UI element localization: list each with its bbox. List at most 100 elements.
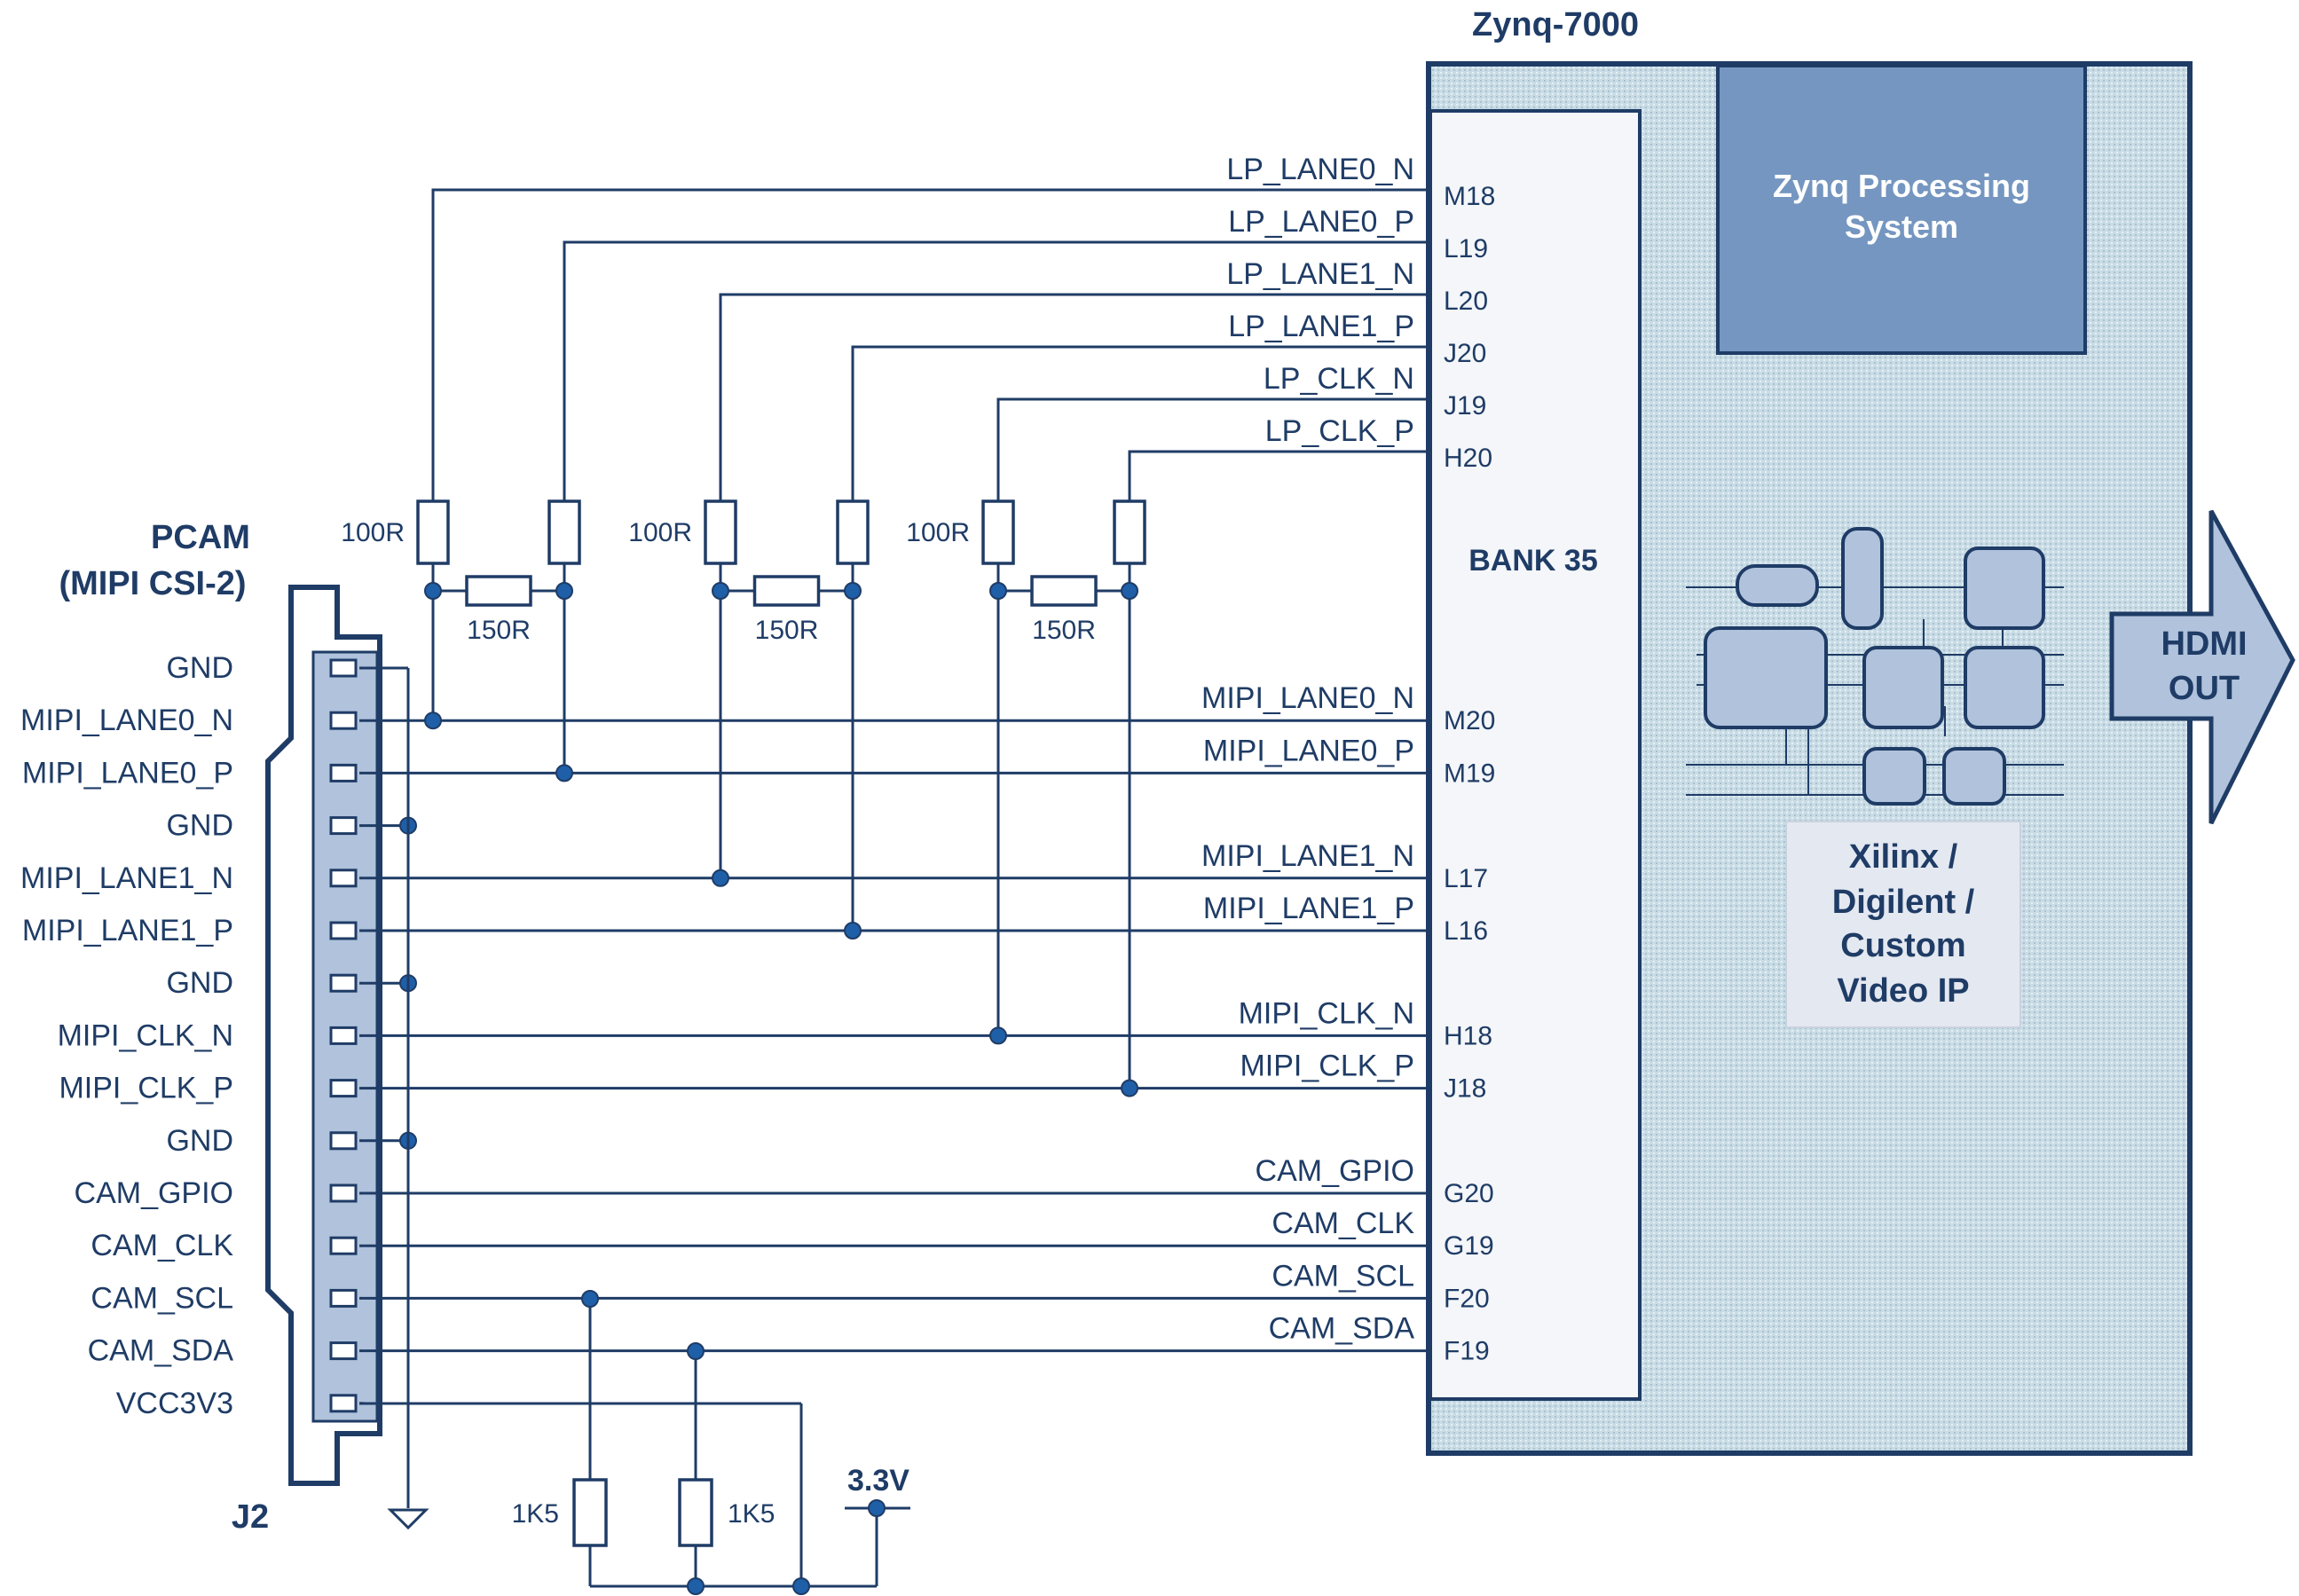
- junction-dot: [712, 582, 729, 600]
- j2-pin-8: MIPI_CLK_N: [58, 1018, 358, 1052]
- lp-net-label: LP_LANE1_N: [1226, 257, 1414, 291]
- termination-network-1: 100R 150R: [341, 499, 581, 782]
- j2-pin-label-cam-sda: CAM_SDA: [88, 1334, 234, 1368]
- j2-pin-box: [329, 1026, 358, 1045]
- j2-pin-box: [329, 869, 358, 888]
- hdmi-label-line1: HDMI: [2161, 625, 2247, 663]
- j2-pin-label-mipi-lane0-n: MIPI_LANE0_N: [20, 704, 233, 737]
- j2-pin-13: CAM_SCL: [91, 1281, 358, 1315]
- termination-resistor-value: 150R: [467, 616, 531, 645]
- fpga-logic-blocks-icon: [1686, 527, 2064, 806]
- j2-pin-label-gnd: GND: [166, 1124, 233, 1158]
- lp-net-wire: [996, 397, 1430, 501]
- lp-net-wire: [563, 240, 1430, 501]
- video-ip-box: [1785, 821, 2021, 1028]
- connector-subtitle: (MIPI CSI-2): [59, 565, 246, 602]
- lp-net-label: LP_CLK_N: [1264, 362, 1414, 396]
- j2-pin-7: GND: [166, 966, 358, 1000]
- junction-dot: [424, 712, 442, 730]
- junction-dot: [989, 1026, 1007, 1045]
- j2-pin-label-mipi-clk-p: MIPI_CLK_P: [59, 1072, 233, 1105]
- video-ip-line3: Custom: [1840, 927, 1965, 964]
- lp-net-pin: M18: [1444, 182, 1495, 211]
- j2-pin-1: GND: [166, 651, 358, 685]
- net-pin: J18: [1444, 1074, 1486, 1104]
- net-label: CAM_SCL: [1272, 1259, 1414, 1293]
- termination-network-2: 100R 150R: [628, 499, 870, 940]
- junction-dot: [844, 922, 862, 940]
- net-label: CAM_SDA: [1269, 1312, 1415, 1346]
- j2-pin-box: [329, 1341, 358, 1361]
- j2-pin-9: MIPI_CLK_P: [59, 1072, 358, 1105]
- ps-label-line1: Zynq Processing: [1773, 168, 2030, 204]
- j2-pin-label-mipi-lane0-p: MIPI_LANE0_P: [22, 756, 233, 790]
- junction-dot: [1121, 1079, 1138, 1097]
- lp-net-label: LP_LANE1_P: [1228, 310, 1414, 343]
- bank-35-block: [1429, 109, 1642, 1401]
- video-ip-line4: Video IP: [1837, 972, 1969, 1010]
- junction-dot: [555, 764, 573, 782]
- lp-net-lp-lane1-p: LP_LANE1_P J20: [851, 310, 1486, 501]
- net-pin: L16: [1444, 916, 1488, 946]
- j2-pin-10: GND: [166, 1124, 358, 1158]
- lp-net-wire: [719, 293, 1430, 501]
- net-cam-scl: CAM_SCL F20: [359, 1259, 1490, 1313]
- video-ip-line1: Xilinx /: [1849, 838, 1958, 876]
- net-pin: F20: [1444, 1284, 1490, 1313]
- j2-pin-box: [329, 1394, 358, 1413]
- net-pin: L17: [1444, 864, 1488, 893]
- supply-label: 3.3V: [847, 1464, 909, 1498]
- j2-pin-label-gnd: GND: [166, 809, 233, 843]
- lp-net-label: LP_LANE0_N: [1226, 153, 1414, 186]
- series-resistor: [704, 499, 737, 565]
- series-resistor: [547, 499, 581, 565]
- series-resistor-value: 100R: [628, 518, 692, 547]
- termination-resistor: [752, 575, 821, 607]
- ps-box: [1716, 64, 2087, 355]
- j2-pin-label-gnd: GND: [166, 966, 233, 1000]
- video-ip-block: Xilinx / Digilent / Custom Video IP: [1785, 821, 2021, 1028]
- series-resistor-value: 100R: [341, 518, 405, 547]
- bank-label: BANK 35: [1468, 544, 1597, 578]
- j2-pin-box: [329, 1131, 358, 1151]
- connector-title: PCAM: [151, 519, 250, 556]
- j2-pin-label-mipi-clk-n: MIPI_CLK_N: [58, 1018, 233, 1052]
- lp-net-wire: [851, 345, 1430, 501]
- lp-net-label: LP_LANE0_P: [1228, 205, 1414, 239]
- j2-pin-box: [329, 711, 358, 730]
- i2c-pullup-network: 1K5 1K5 3.3V: [359, 1290, 910, 1595]
- j2-pin-3: MIPI_LANE0_P: [22, 756, 358, 790]
- junction-dot: [989, 582, 1007, 600]
- net-label: MIPI_LANE0_P: [1203, 734, 1414, 767]
- junction-dot: [712, 869, 729, 887]
- series-resistor: [416, 499, 450, 565]
- j2-pin-box: [329, 1079, 358, 1098]
- pullup-scl-value: 1K5: [512, 1499, 559, 1529]
- net-label: MIPI_CLK_N: [1239, 996, 1414, 1030]
- connector-ref: J2: [232, 1498, 269, 1536]
- j2-pin-4: GND: [166, 809, 358, 843]
- j2-pin-label-mipi-lane1-n: MIPI_LANE1_N: [20, 861, 233, 895]
- j2-pin-box: [329, 1183, 358, 1203]
- j2-pin-5: MIPI_LANE1_N: [20, 861, 358, 895]
- lp-net-label: LP_CLK_P: [1265, 414, 1414, 448]
- j2-pin-box: [329, 973, 358, 993]
- lp-net-pin: J20: [1444, 339, 1486, 368]
- lp-net-list: LP_LANE0_NM18LP_LANE0_PL19LP_LANE1_NL20L…: [431, 153, 1495, 501]
- termination-resistor-value: 150R: [755, 616, 819, 645]
- termination-resistor-value: 150R: [1032, 616, 1096, 645]
- j2-pin-box: [329, 658, 358, 678]
- j2-pin-6: MIPI_LANE1_P: [22, 914, 358, 947]
- processing-system-block: Zynq Processing System: [1716, 64, 2087, 355]
